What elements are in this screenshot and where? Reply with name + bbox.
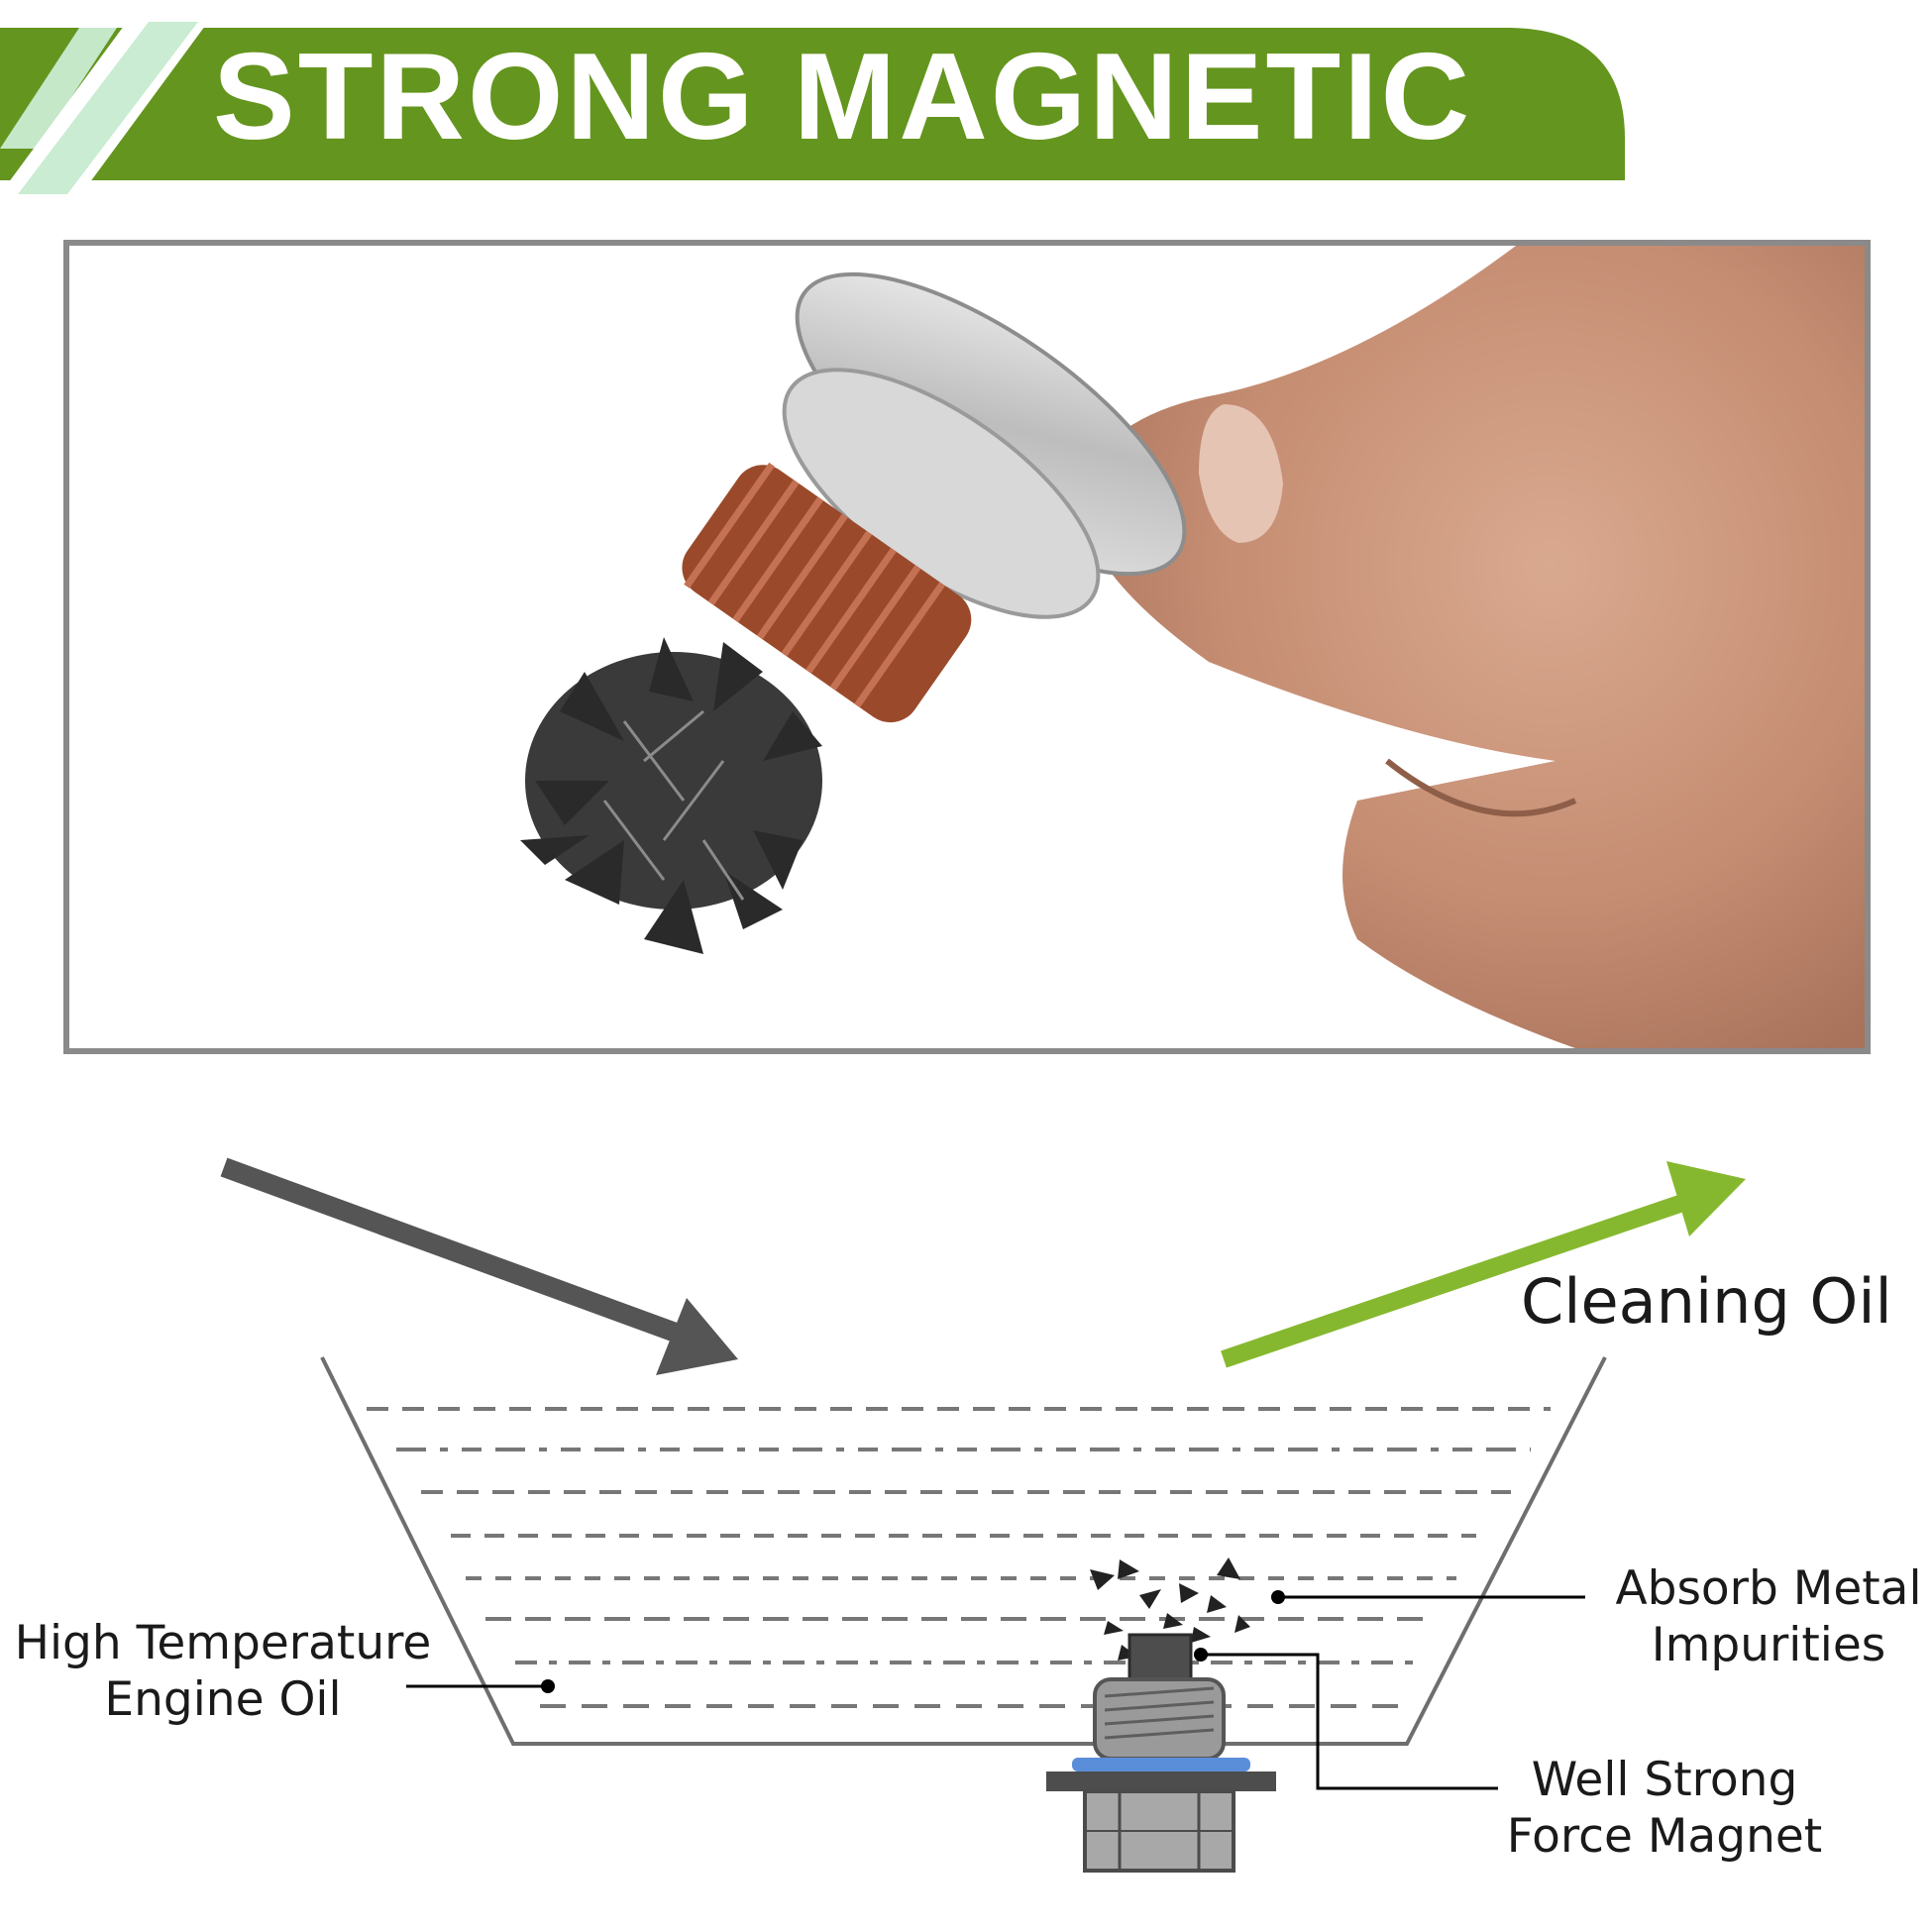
high-temp-line-1: High Temperature xyxy=(14,1616,432,1670)
absorb-metal-impurities-label: Absorb Metal Impurities xyxy=(1605,1560,1932,1674)
bolt-thread xyxy=(682,462,972,723)
absorb-line-1: Absorb Metal xyxy=(1615,1561,1922,1616)
clean-oil-outflow-arrow xyxy=(1221,1161,1746,1368)
hand xyxy=(1079,246,1865,1048)
magnet-line-2: Force Magnet xyxy=(1506,1809,1823,1865)
callout-magnet-dot xyxy=(1194,1648,1208,1662)
absorb-line-2: Impurities xyxy=(1651,1618,1886,1673)
product-photo xyxy=(63,240,1871,1054)
callout-high-temp-dot xyxy=(541,1679,555,1693)
drain-plug-magnet xyxy=(1046,1633,1276,1873)
magnet-line-1: Well Strong xyxy=(1531,1753,1798,1807)
oil-pan-diagram xyxy=(220,1157,1746,1873)
callout-absorb-dot xyxy=(1271,1590,1285,1604)
finger-crease xyxy=(1385,758,1577,817)
well-strong-force-magnet-label: Well Strong Force Magnet xyxy=(1491,1752,1838,1866)
banner-stripe-1 xyxy=(0,28,117,149)
banner-stripe-3 xyxy=(18,22,198,194)
oil-surface-lines xyxy=(367,1407,1551,1708)
high-temperature-engine-oil-label: High Temperature Engine Oil xyxy=(10,1615,436,1729)
dirty-oil-inflow-arrow xyxy=(220,1157,738,1375)
oil-pan-outline xyxy=(320,1356,1607,1746)
banner-title: STRONG MAGNETIC xyxy=(213,29,1473,165)
header-banner xyxy=(0,22,1625,194)
metal-filings xyxy=(520,637,822,954)
thumb-nail xyxy=(1199,404,1283,543)
high-temp-line-2: Engine Oil xyxy=(104,1672,342,1728)
filings-highlights xyxy=(602,709,745,901)
metal-particles xyxy=(1090,1557,1250,1661)
cleaning-oil-label: Cleaning Oil xyxy=(1521,1265,1892,1338)
callout-magnet-line xyxy=(1201,1653,1498,1790)
banner-background xyxy=(0,28,1625,180)
